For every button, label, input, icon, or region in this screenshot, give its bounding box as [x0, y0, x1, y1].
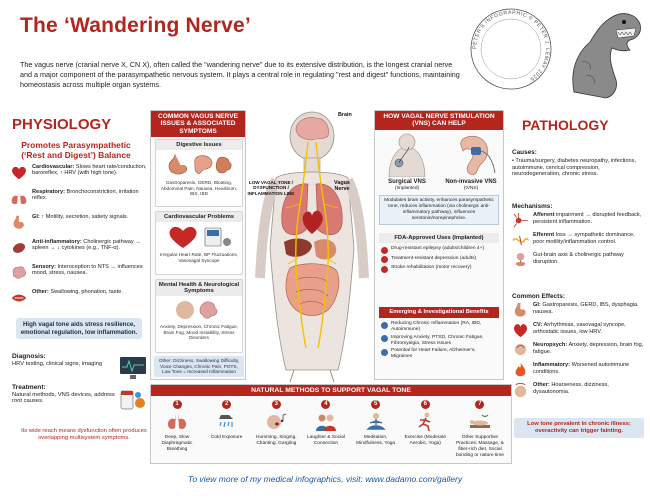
physiology-heading: PHYSIOLOGY — [12, 116, 112, 133]
footer-link[interactable]: To view more of my medical infographics,… — [187, 474, 463, 484]
noninvasive-vns: Non-invasive VNS (tVNS) — [445, 179, 497, 191]
mechanism-item: Efferent loss → sympathetic dominance, p… — [512, 232, 644, 249]
vagus-nerve-label: Vagus Nerve — [334, 180, 350, 193]
other-symptoms: Other: Dizziness, Swallowing Difficulty,… — [154, 356, 244, 377]
vns-panel: HOW VAGAL NERVE STIMULATION (VNS) CAN HE… — [374, 110, 504, 380]
fire-icon — [515, 363, 526, 377]
natural-methods-heading: NATURAL METHODS TO SUPPORT VAGAL TONE — [151, 385, 511, 397]
fda-use-item: Drug-resistant epilepsy (adults/children… — [381, 246, 497, 254]
author-logo: PETER'S INFOGRAPHIC © PETER J. LEMAY 202… — [470, 8, 552, 90]
physiology-item-anti-inflammatory: Anti-inflammatory: Cholinergic pathway →… — [10, 239, 148, 260]
gut-brain-icon — [515, 253, 526, 267]
mechanism-item: Gut-brain axis & cholinergic pathway dis… — [512, 252, 644, 269]
effect-item: Inflammatory: Worsened autoimmune condit… — [512, 362, 644, 379]
issues-panel: COMMON VAGUS NERVE ISSUES & ASSOCIATED S… — [150, 110, 246, 380]
low-tone-note: Low tone prevalent in chronic illness; o… — [514, 418, 644, 438]
spleen-icon — [12, 243, 26, 253]
pills-icon — [120, 390, 145, 410]
physiology-item-gi: GI: ↑ Motility, secretion, satiety signa… — [10, 214, 148, 235]
singing-icon — [267, 414, 287, 430]
stomach-icon — [514, 303, 526, 317]
diagnosis-treatment: Diagnosis:HRV testing, clinical signs, i… — [12, 353, 148, 416]
ear-stimulator-icon — [460, 135, 496, 175]
natural-methods-panel: NATURAL METHODS TO SUPPORT VAGAL TONE 1 … — [150, 384, 512, 464]
stomach-icon — [13, 215, 24, 229]
physiology-item-cardiovascular: Cardiovascular: Slows heart rate/conduct… — [10, 164, 148, 185]
effect-item: Neuropsych: Anxiety, depression, brain f… — [512, 342, 644, 359]
lungs-icon — [11, 191, 27, 205]
vns-heading: HOW VAGAL NERVE STIMULATION (VNS) CAN HE… — [375, 111, 503, 130]
pathology-heading: PATHOLOGY — [522, 117, 609, 133]
neuron-icon — [513, 213, 529, 228]
dinosaur-icon — [572, 13, 641, 99]
mechanism-item: Afferent impairment → disrupted feedback… — [512, 212, 644, 229]
brain-label: Brain — [338, 112, 352, 118]
surgical-vns: Surgical VNS (Implanted) — [388, 179, 426, 191]
brain-icon — [12, 266, 26, 279]
page-title: The ‘Wandering Nerve’ — [20, 14, 251, 37]
mental-health-card: Mental Health & Neurological Symptoms An… — [155, 279, 243, 353]
effects-section: Common Effects: GI: Gastroparesis, GERD,… — [512, 293, 644, 402]
digestive-organs-icon — [168, 153, 232, 175]
nerve-icon — [512, 235, 529, 246]
natural-method-item: 4 Laughter & Social Connection — [307, 400, 345, 447]
monitor-icon — [120, 357, 146, 379]
emerging-item: Improving Anxiety, PTSD, Chronic Fatigue… — [381, 335, 497, 346]
physiology-list: Cardiovascular: Slows heart rate/conduct… — [10, 164, 148, 314]
natural-method-item: 2 Cold Exposure — [210, 400, 243, 441]
physiology-item-respiratory: Respiratory: Bronchoconstriction, irrita… — [10, 189, 148, 210]
multisystem-note: Its wide reach means dysfunction often p… — [21, 428, 147, 441]
fda-use-item: Treatment-resistant depression (adults) — [381, 256, 497, 263]
physiology-subheading: Promotes Parasympathetic (‘Rest and Dige… — [21, 140, 131, 160]
intro-paragraph: The vagus nerve (cranial nerve X, CN X),… — [20, 60, 460, 89]
running-icon — [418, 412, 431, 432]
surgical-vns-icon — [388, 133, 426, 177]
natural-method-item: 1 Deep, Slow Diaphragmatic Breathing — [161, 400, 193, 452]
lungs-icon — [168, 413, 186, 430]
natural-method-item: 6 Exercise (Moderate Aerobic, Yoga) — [404, 400, 447, 447]
issues-heading: COMMON VAGUS NERVE ISSUES & ASSOCIATED S… — [151, 111, 245, 138]
physiology-item-sensory: Sensory: Interoception to NTS → influenc… — [10, 264, 148, 285]
vns-mechanism: Modulates brain activity, enhances paras… — [379, 195, 499, 225]
dizzy-icon — [514, 383, 527, 398]
emerging-item: Potential for Heart Failure, Alzheimer's… — [381, 348, 497, 359]
causes-section: Causes: • Trauma/surgery, diabetes neuro… — [512, 149, 636, 177]
head-icon — [514, 344, 527, 356]
high-vagal-tone-box: High vagal tone aids stress resilience, … — [16, 318, 142, 340]
low-vagal-tone-label: LOW VAGAL TONE / DYSFUNCTION / INFLAMMAT… — [247, 180, 295, 196]
natural-method-item: 3 Humming, Singing, Chanting, Gargling — [256, 400, 297, 447]
cardiovascular-problems-card: Cardiovascular Problems Irregular Heart … — [155, 211, 243, 275]
effect-item: CV: Arrhythmias, vasovagal syncope, orth… — [512, 322, 644, 339]
fda-use-item: Stroke rehabilitation (motor recovery) — [381, 265, 497, 273]
natural-method-item: 7 Other Supportive Practices: Massage, &… — [455, 400, 504, 458]
mouth-icon — [11, 294, 27, 302]
mechanisms-section: Mechanisms: Afferent impairment → disrup… — [512, 203, 644, 272]
heart-icon — [12, 166, 26, 180]
physiology-item-other: Other: Swallowing, phonation, taste. — [10, 289, 148, 310]
body-anatomy-illustration — [255, 111, 369, 382]
head-icon — [176, 301, 218, 319]
natural-method-item: 5 Meditation, Mindfulness, Yoga — [356, 400, 396, 447]
effect-item: GI: Gastroparesis, GERD, IBS, dysphagia,… — [512, 302, 644, 319]
meditation-icon — [365, 413, 386, 431]
heart-icon — [513, 324, 528, 338]
emerging-item: Reducing Chronic Inflammation (RA, IBD, … — [381, 321, 497, 332]
effect-item: Other: Hoarseness, dizziness, dysautonom… — [512, 382, 644, 399]
massage-icon — [469, 414, 490, 429]
emerging-benefits: Emerging & Investigational Benefits Redu… — [379, 307, 499, 362]
digestive-issues-card: Digestive Issues Gastroparesis, GERD, Bl… — [155, 139, 243, 207]
people-icon — [315, 414, 336, 432]
fda-uses: FDA-Approved Uses (Implanted) Drug-resis… — [379, 233, 499, 275]
shower-icon — [218, 415, 233, 428]
svg-text:PETER'S INFOGRAPHIC © PETER J.: PETER'S INFOGRAPHIC © PETER J. LEMAY 202… — [472, 10, 550, 82]
heart-bp-icon — [169, 226, 231, 248]
